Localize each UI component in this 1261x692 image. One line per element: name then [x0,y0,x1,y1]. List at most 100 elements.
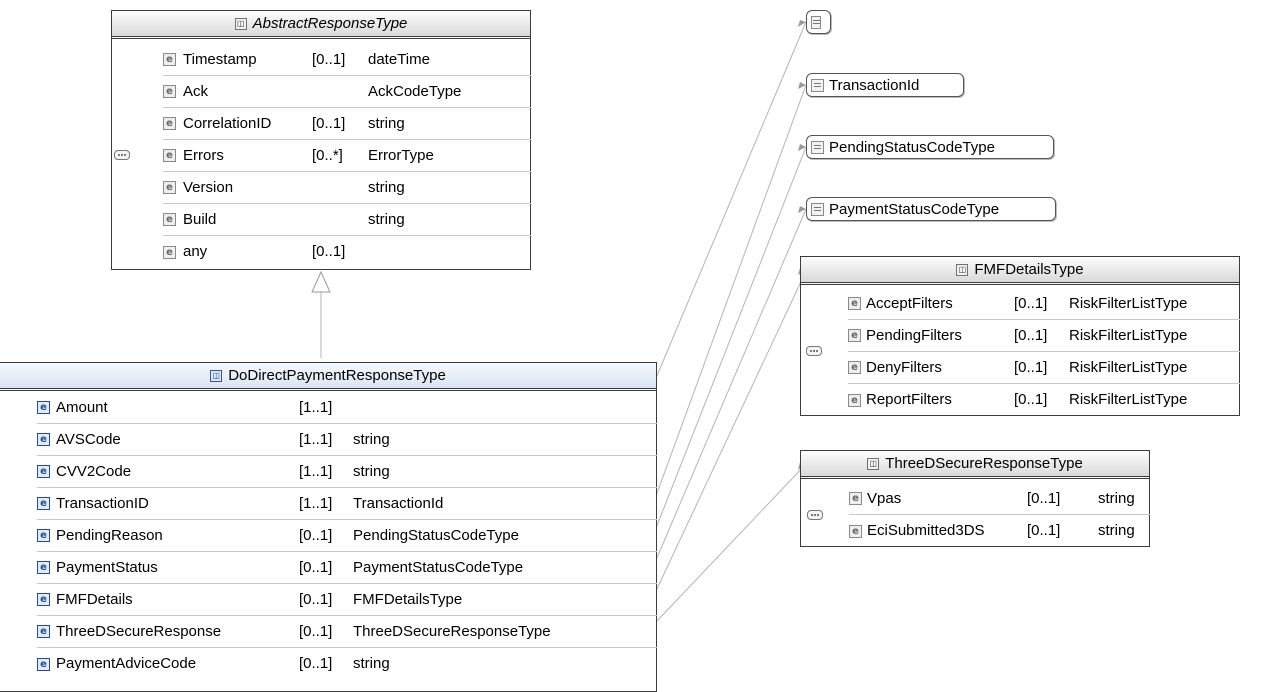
element-cardinality: [0..1] [312,51,346,68]
element-icon: e [163,53,176,66]
abstract-response-type-header: ◫ AbstractResponseType [112,11,530,39]
inheritance-arrow [311,270,331,293]
three-d-secure-response-type-title: ThreeDSecureResponseType [885,455,1083,472]
element-icon: e [163,117,176,130]
sequence-compositor-icon[interactable] [806,346,822,356]
element-icon: e [37,497,50,510]
element-name: Version [183,179,234,196]
simple-type-label: TransactionId [829,76,920,94]
element-type: FMFDetailsType [353,591,463,608]
element-type: string [353,655,390,672]
element-type: string [368,211,405,228]
element-icon: e [848,329,861,342]
element-name: AcceptFilters [866,295,953,312]
abstract-response-type-box[interactable]: ◫ AbstractResponseType [111,10,531,270]
element-icon: e [849,524,862,538]
element-cardinality: [1..1] [299,431,333,448]
element-icon: e [37,433,50,446]
element-name: ThreeDSecureResponse [56,623,222,640]
element-type: string [353,431,390,448]
simple-type-box[interactable] [806,10,831,34]
element-name: PaymentAdviceCode [56,655,197,672]
element-icon: e [37,657,50,671]
element-type: AckCodeType [368,83,462,100]
element-type: PendingStatusCodeType [353,527,519,544]
element-name: ReportFilters [866,391,952,408]
element-icon: e [848,393,861,407]
simple-type-label: PendingStatusCodeType [829,138,995,156]
do-direct-payment-response-type-box[interactable]: ◫ DoDirectPaymentResponseType [0,362,657,692]
fmf-field-row[interactable]: e ReportFilters [0..1] RiskFilterListType [848,384,1240,416]
simple-type-box[interactable]: TransactionId [806,73,964,97]
element-icon: e [848,297,861,310]
element-type: PaymentStatusCodeType [353,559,524,576]
element-cardinality: [1..1] [299,463,333,480]
element-type: RiskFilterListType [1069,391,1188,408]
element-name: Amount [56,399,108,416]
payment-field-row[interactable]: e AVSCode [1..1] string [37,424,657,456]
simple-type-box[interactable]: PaymentStatusCodeType [806,197,1056,221]
simple-type-label: PaymentStatusCodeType [829,200,1000,218]
fmf-field-row[interactable]: e AcceptFilters [0..1] RiskFilterListType [848,288,1240,320]
element-icon: e [37,561,50,574]
element-cardinality: [0..1] [1014,391,1048,408]
fmf-details-type-title: FMFDetailsType [974,261,1084,278]
element-icon: e [37,401,50,414]
do-direct-payment-response-type-header: ◫ DoDirectPaymentResponseType [0,363,656,391]
element-cardinality: [1..1] [299,399,333,416]
element-name: DenyFilters [866,359,942,376]
element-name: AVSCode [56,431,121,448]
element-cardinality: [0..1] [1014,327,1048,344]
element-icon: e [37,465,50,478]
element-name: TransactionID [56,495,149,512]
three-d-secure-response-type-header: ◫ ThreeDSecureResponseType [801,451,1149,479]
abstract-response-type-title: AbstractResponseType [252,15,408,32]
element-name: FMFDetails [56,591,133,608]
element-name: Build [183,211,217,228]
fmf-details-type-header: ◫ FMFDetailsType [801,257,1239,285]
element-type: string [368,115,405,132]
payment-field-row[interactable]: e Amount [1..1] [37,392,657,424]
element-type: string [1098,490,1135,507]
element-type: RiskFilterListType [1069,327,1188,344]
element-cardinality: [0..1] [299,655,333,672]
simple-type-box[interactable]: PendingStatusCodeType [806,135,1054,159]
element-type: ErrorType [368,147,434,164]
simple-type-icon [811,202,824,216]
element-type: RiskFilterListType [1069,295,1188,312]
element-name: PendingFilters [866,327,962,344]
fmf-field-row[interactable]: e PendingFilters [0..1] RiskFilterListType [848,320,1240,352]
element-cardinality: [0..1] [299,527,333,544]
element-name: PendingReason [56,527,163,544]
element-cardinality: [0..1] [1014,359,1048,376]
element-cardinality: [0..1] [1014,295,1048,312]
element-type: ThreeDSecureResponseType [353,623,551,640]
element-icon: e [37,625,50,638]
sequence-compositor-icon[interactable] [114,150,130,160]
element-cardinality: [0..1] [312,243,346,260]
element-name: PaymentStatus [56,559,158,576]
sequence-compositor-icon[interactable] [807,510,823,520]
element-icon: e [163,181,176,194]
element-cardinality: [0..1] [1027,522,1061,539]
any-element-icon: e [163,245,176,259]
fmf-details-type-box[interactable]: ◫ FMFDetailsType [800,256,1240,416]
element-type: dateTime [368,51,430,68]
payment-field-row[interactable]: e PaymentAdviceCode [0..1] string [37,648,657,680]
